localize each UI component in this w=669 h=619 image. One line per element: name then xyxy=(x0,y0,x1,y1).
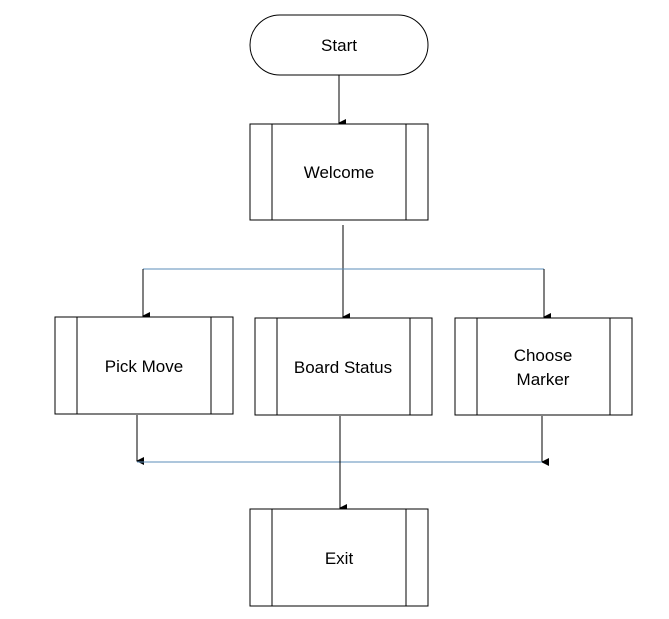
pick-move-label: Pick Move xyxy=(105,357,183,376)
choose-marker-node: Choose Marker xyxy=(454,317,633,416)
board-status-label: Board Status xyxy=(294,358,392,377)
start-label: Start xyxy=(321,36,357,55)
welcome-label: Welcome xyxy=(304,163,375,182)
pick-move-node: Pick Move xyxy=(54,316,234,415)
choose-marker-label-line1: Choose xyxy=(514,346,573,365)
board-status-node: Board Status xyxy=(254,317,433,416)
choose-marker-label-line2: Marker xyxy=(517,370,570,389)
start-node: Start xyxy=(249,14,429,76)
exit-label: Exit xyxy=(325,549,354,568)
exit-node: Exit xyxy=(249,508,429,607)
welcome-node: Welcome xyxy=(249,123,429,221)
